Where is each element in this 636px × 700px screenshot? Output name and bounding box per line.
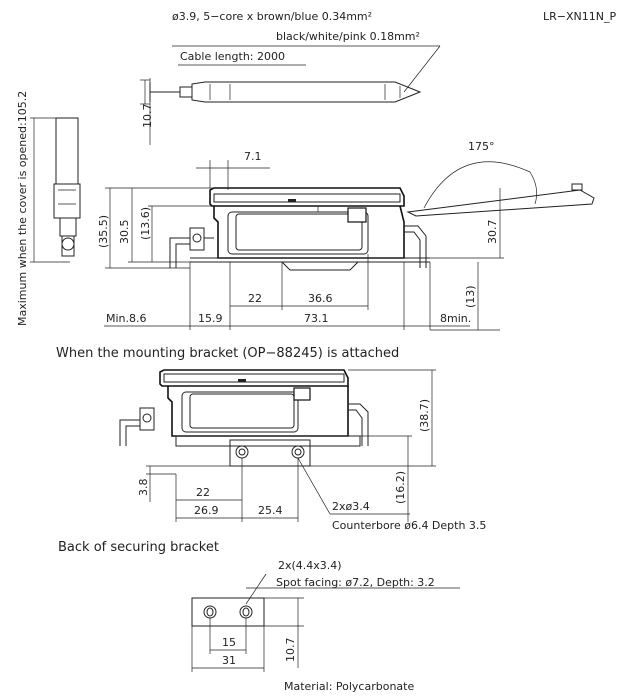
dim-73-1: 73.1 <box>304 312 329 325</box>
spot-leader <box>245 573 267 605</box>
max-open-label: Maximum when the cover is opened:105.2 <box>16 91 29 326</box>
dim-back-10-7: 10.7 <box>284 638 297 663</box>
dim-25-4: 25.4 <box>258 504 283 517</box>
dim-26-9: 26.9 <box>194 504 219 517</box>
dim-3-8: 3.8 <box>137 479 150 497</box>
back-spot-facing: Spot facing: ø7.2, Depth: 3.2 <box>276 576 435 589</box>
model-code: LR−XN11N_P <box>543 10 616 23</box>
dim-min-left: Min.8.6 <box>106 312 147 325</box>
dim-38-7: (38.7) <box>418 399 431 432</box>
dim-counterbore: Counterbore ø6.4 Depth 3.5 <box>332 519 486 532</box>
dim-22: 22 <box>248 292 262 305</box>
cable-spec-line2: black/white/pink 0.18mm² <box>276 30 420 43</box>
dim-16-2: (16.2) <box>394 471 407 504</box>
dim-30-5: 30.5 <box>118 220 131 245</box>
dim-cable-height: 10.7 <box>141 104 154 129</box>
dim-36-6: 36.6 <box>308 292 333 305</box>
back-bracket-view <box>191 597 304 672</box>
dim-13-6: (13.6) <box>139 207 152 240</box>
back-holes: 2x(4.4x3.4) <box>278 559 342 572</box>
bracket-dimension-lines <box>146 369 436 522</box>
dim-15: 15 <box>222 636 236 649</box>
dim-bracket-22: 22 <box>196 486 210 499</box>
dim-15-9: 15.9 <box>198 312 223 325</box>
material-note: Material: Polycarbonate <box>284 680 414 693</box>
amplifier-main-view <box>169 161 595 271</box>
dim-holes: 2xø3.4 <box>332 500 370 513</box>
cable-leader-arrow <box>403 45 441 93</box>
dim-31: 31 <box>222 654 236 667</box>
dim-min-right: 8min. <box>440 312 471 325</box>
back-caption: Back of securing bracket <box>58 540 219 555</box>
main-view-dimension-lines <box>104 160 504 331</box>
cable-spec-line1: ø3.9, 5−core x brown/blue 0.34mm² <box>172 10 372 23</box>
bracket-caption: When the mounting bracket (OP−88245) is … <box>56 346 399 361</box>
dim-angle: 175° <box>468 140 495 153</box>
cable-length: Cable length: 2000 <box>180 50 285 63</box>
bracket-view <box>119 369 369 467</box>
dim-top-offset: 7.1 <box>244 150 262 163</box>
cable-drawing <box>140 78 422 145</box>
dim-35-5: (35.5) <box>97 215 110 248</box>
dim-13: (13) <box>464 285 477 308</box>
end-view <box>30 117 81 263</box>
dim-30-7: 30.7 <box>486 220 499 245</box>
